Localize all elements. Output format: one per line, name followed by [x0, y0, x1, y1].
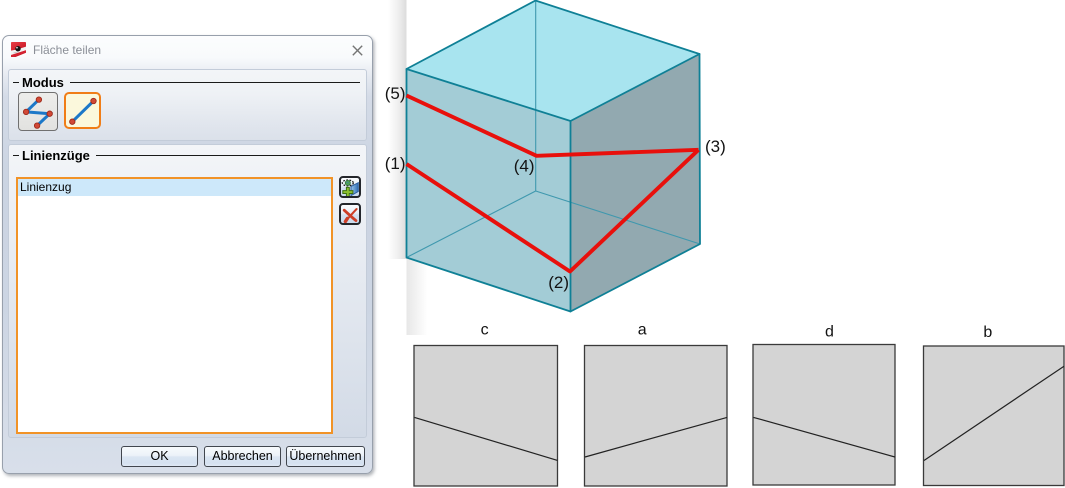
- svg-text:(3): (3): [705, 137, 726, 156]
- svg-text:(1): (1): [385, 154, 406, 173]
- svg-text:(4): (4): [514, 156, 535, 175]
- svg-text:c: c: [481, 322, 489, 339]
- svg-text:(5): (5): [385, 84, 406, 103]
- svg-text:a: a: [638, 322, 647, 339]
- svg-text:(2): (2): [548, 273, 569, 292]
- svg-text:d: d: [825, 324, 834, 341]
- svg-text:b: b: [983, 324, 992, 341]
